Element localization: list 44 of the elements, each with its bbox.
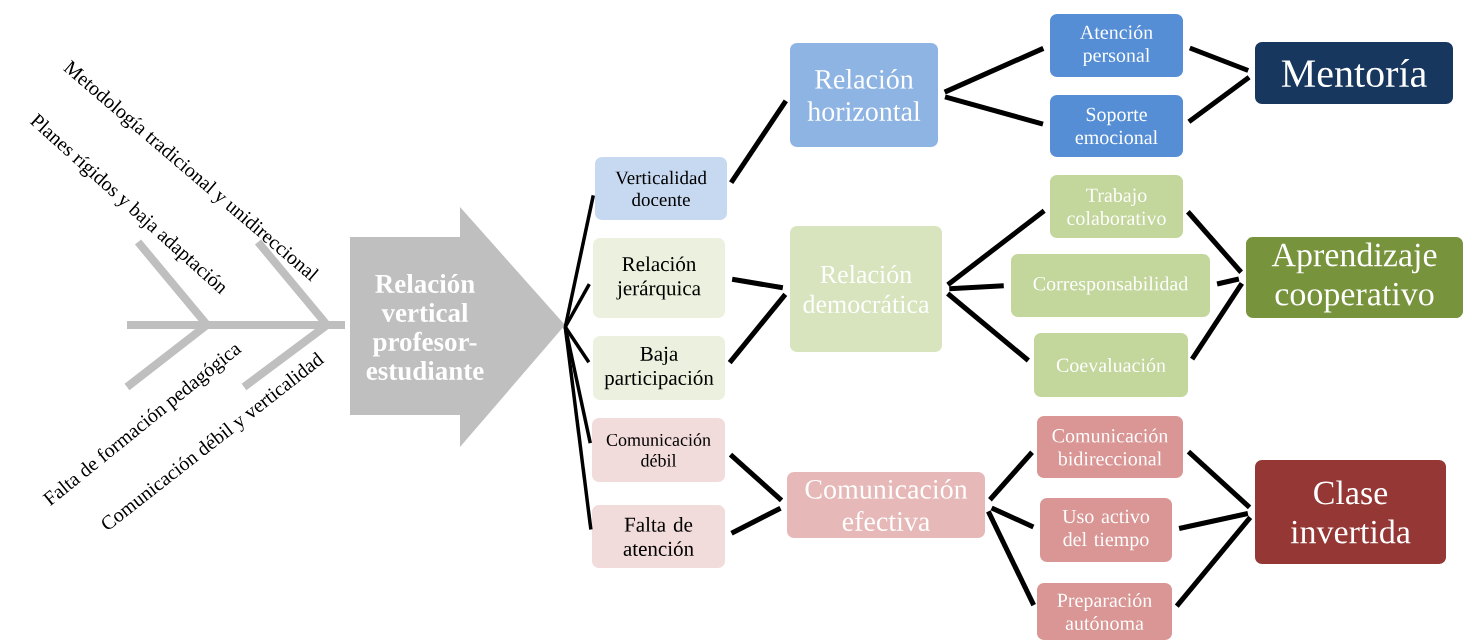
connector-line [988, 450, 1034, 502]
connector-line [1190, 281, 1244, 361]
connector-line [728, 452, 784, 503]
action-box: Corresponsabilidad [1011, 254, 1210, 317]
connector-line [563, 283, 591, 328]
cause-box: Comunicación débil [592, 418, 725, 482]
action-box: Atención personal [1050, 14, 1183, 77]
outcome-box: Clase invertida [1255, 460, 1446, 564]
connector-line [946, 208, 1046, 287]
connector-line [1174, 515, 1253, 608]
connector-line [729, 99, 788, 185]
connector-line [1216, 276, 1240, 287]
outcome-box: Aprendizaje cooperativo [1246, 237, 1463, 318]
strategy-box: Comunicación efectiva [787, 472, 985, 538]
connector-line [1187, 75, 1251, 124]
strategy-box: Relación horizontal [790, 43, 938, 147]
connector-line [563, 195, 595, 328]
connector-line [563, 326, 593, 530]
cause-box: Falta de atención [592, 505, 725, 568]
connector-line [730, 505, 782, 536]
connector-line [563, 326, 591, 364]
connector-line [943, 46, 1045, 95]
connector-line [731, 276, 784, 291]
connector-line [949, 283, 1004, 292]
action-box: Preparación autónoma [1037, 583, 1172, 640]
action-box: Uso activo del tiempo [1040, 498, 1172, 562]
outcome-box: Mentoría [1255, 42, 1453, 104]
connector-line [986, 510, 1036, 607]
connector-line [1186, 210, 1243, 274]
action-box: Comunicación bidireccional [1037, 416, 1183, 478]
connector-line [1186, 449, 1252, 510]
connector-line [946, 291, 1030, 363]
action-box: Trabajo colaborativo [1050, 175, 1183, 238]
connector-line [1178, 511, 1249, 531]
action-box: Coevaluación [1034, 333, 1188, 397]
connector-line [727, 292, 788, 365]
connector-line [1188, 45, 1250, 73]
connector-line [944, 94, 1044, 127]
connector-line [990, 505, 1035, 530]
cause-box: Verticalidad docente [595, 157, 727, 220]
action-box: Soporte emocional [1050, 95, 1183, 157]
cause-box: Relación jerárquica [593, 238, 725, 318]
strategy-box: Relación democrática [790, 226, 942, 352]
cause-box: Baja participación [593, 336, 725, 400]
